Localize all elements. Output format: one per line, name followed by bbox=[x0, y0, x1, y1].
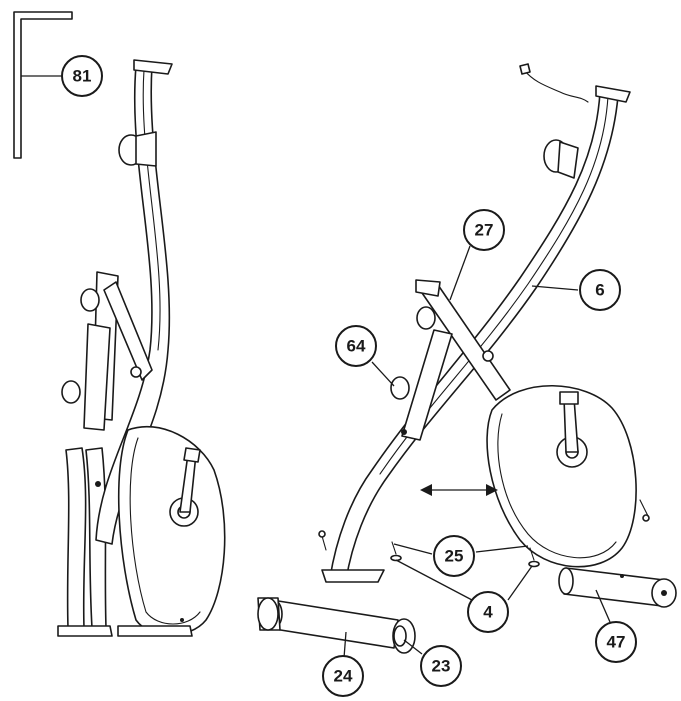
bike-frame bbox=[257, 63, 677, 654]
callout-64-label: 64 bbox=[347, 337, 366, 356]
callout-4-label: 4 bbox=[483, 603, 493, 622]
callout-81-label: 81 bbox=[73, 67, 92, 86]
callout-27: 27 bbox=[463, 209, 505, 251]
callout-23-label: 23 bbox=[432, 657, 451, 676]
callout-23: 23 bbox=[420, 645, 462, 687]
callout-6: 6 bbox=[579, 269, 621, 311]
callout-81: 81 bbox=[61, 55, 103, 97]
allen-key bbox=[13, 11, 73, 159]
callout-47: 47 bbox=[595, 621, 637, 663]
callout-24-label: 24 bbox=[334, 667, 353, 686]
callout-25-label: 25 bbox=[445, 547, 464, 566]
leader-lines bbox=[21, 75, 611, 659]
folded-bike bbox=[57, 59, 226, 637]
callout-25: 25 bbox=[433, 535, 475, 577]
callout-64: 64 bbox=[335, 325, 377, 367]
callout-6-label: 6 bbox=[595, 281, 604, 300]
callout-4: 4 bbox=[467, 591, 509, 633]
callout-47-label: 47 bbox=[607, 633, 626, 652]
callout-27-label: 27 bbox=[475, 221, 494, 240]
callout-24: 24 bbox=[322, 655, 364, 697]
